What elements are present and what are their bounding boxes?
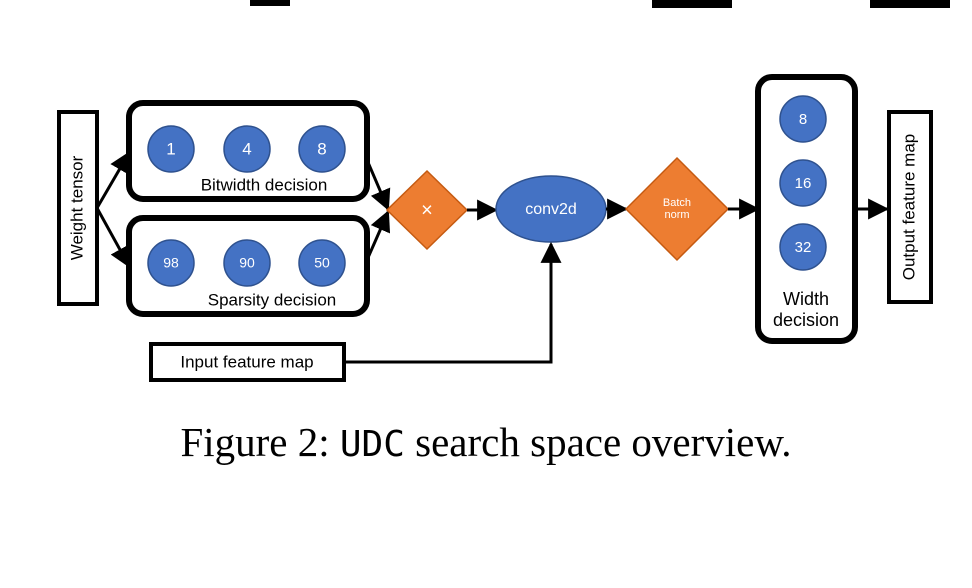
input-feature-map-label: Input feature map bbox=[180, 352, 313, 371]
multiply-node: × bbox=[385, 169, 469, 251]
conv2d-label: conv2d bbox=[525, 201, 577, 218]
caption-suffix: search space overview. bbox=[404, 419, 792, 465]
caption-code: UDC bbox=[339, 424, 405, 465]
weight-tensor-box: Weight tensor bbox=[57, 110, 99, 306]
conv2d-node: conv2d bbox=[495, 175, 607, 243]
bitwidth-option-label: 8 bbox=[317, 139, 326, 158]
arrow-input-to-conv bbox=[344, 241, 562, 364]
caption-prefix: Figure 2: bbox=[180, 419, 340, 465]
width-option-label: 16 bbox=[795, 175, 812, 192]
batchnorm-label: norm bbox=[664, 209, 689, 221]
arrow-weight-to-bitwidth bbox=[95, 151, 131, 209]
width-decision-label: decision bbox=[773, 310, 839, 330]
sparsity-decision-label: Sparsity decision bbox=[208, 290, 337, 309]
figure-caption: Figure 2: UDC search space overview. bbox=[0, 418, 972, 466]
width-option: 8 bbox=[779, 95, 827, 143]
bitwidth-decision-box: 1 4 8 Bitwidth decision bbox=[126, 100, 370, 202]
bitwidth-option-label: 1 bbox=[166, 139, 175, 158]
bitwidth-option: 8 bbox=[298, 125, 346, 173]
input-feature-map-box: Input feature map bbox=[149, 342, 346, 382]
arrow-bitwidth-to-multiply bbox=[365, 159, 391, 211]
width-option-label: 8 bbox=[799, 111, 807, 128]
batchnorm-node: Batch norm bbox=[624, 156, 730, 262]
bitwidth-decision-label: Bitwidth decision bbox=[201, 175, 328, 194]
output-feature-map-box: Output feature map bbox=[887, 110, 933, 304]
sparsity-option-label: 50 bbox=[314, 255, 330, 271]
multiply-label: × bbox=[421, 199, 433, 221]
width-option: 16 bbox=[779, 159, 827, 207]
cropped-top-text bbox=[250, 0, 950, 8]
batchnorm-label: Batch bbox=[663, 197, 691, 209]
arrow-weight-to-sparsity bbox=[95, 207, 131, 268]
width-option: 32 bbox=[779, 223, 827, 271]
width-decision-label: Width bbox=[783, 289, 829, 309]
output-feature-map-label: Output feature map bbox=[899, 134, 918, 280]
sparsity-decision-box: 98 90 50 Sparsity decision bbox=[126, 215, 370, 317]
bitwidth-option-label: 4 bbox=[242, 139, 251, 158]
sparsity-option-label: 98 bbox=[163, 255, 179, 271]
sparsity-option: 98 bbox=[147, 239, 195, 287]
sparsity-option: 90 bbox=[223, 239, 271, 287]
width-option-label: 32 bbox=[795, 239, 812, 256]
width-decision-box: 8 16 32 Width decision bbox=[755, 74, 858, 344]
weight-tensor-label: Weight tensor bbox=[67, 155, 86, 260]
sparsity-option-label: 90 bbox=[239, 255, 255, 271]
bitwidth-option: 1 bbox=[147, 125, 195, 173]
sparsity-option: 50 bbox=[298, 239, 346, 287]
arrow-sparsity-to-multiply bbox=[365, 210, 391, 261]
bitwidth-option: 4 bbox=[223, 125, 271, 173]
